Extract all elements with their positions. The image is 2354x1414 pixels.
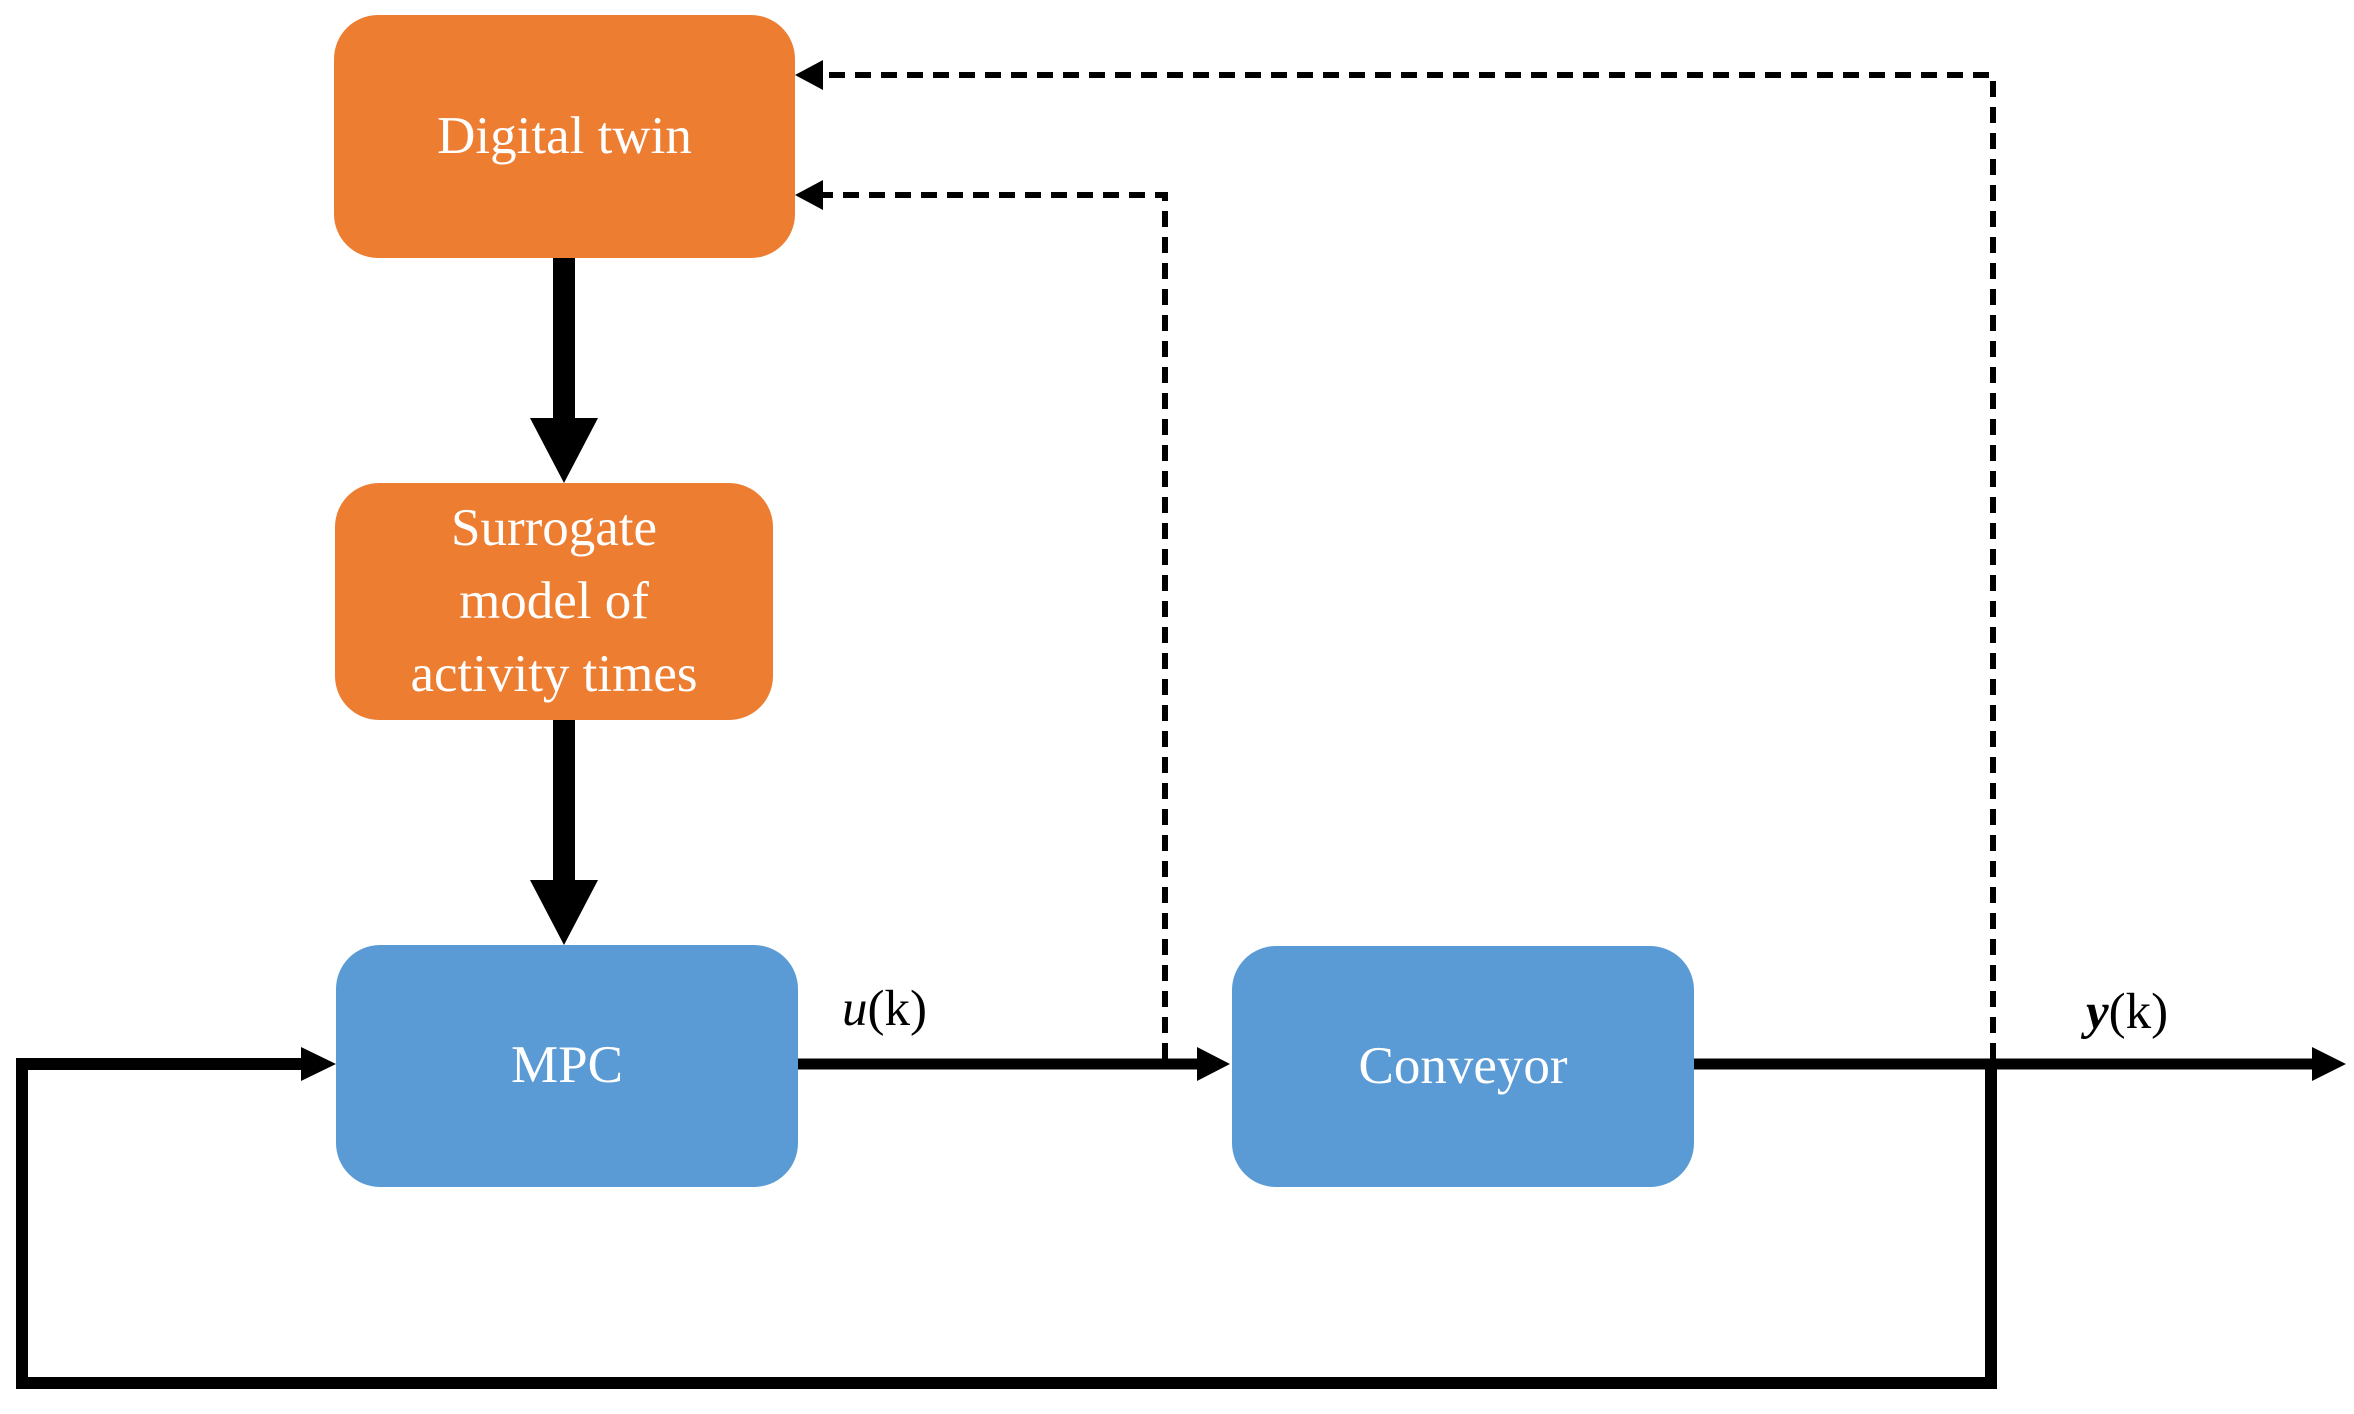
- arrowhead-output-icon: [2312, 1047, 2346, 1081]
- line-feedback-to-mpc: [16, 1058, 1997, 1389]
- node-digital-twin-label: Digital twin: [437, 106, 692, 165]
- arrowhead-into-mpc-icon: [301, 1047, 336, 1081]
- node-mpc: MPC: [336, 945, 798, 1187]
- node-surrogate-model: Surrogate model of activity times: [335, 483, 773, 720]
- dashed-line-y-to-digital-twin: [822, 72, 1996, 1059]
- signal-label-u: u(k): [842, 980, 927, 1038]
- signal-u-suffix: (k): [867, 981, 927, 1037]
- signal-y-variable: y: [2086, 984, 2109, 1040]
- signal-u-variable: u: [842, 981, 868, 1037]
- node-surrogate-model-label: Surrogate model of activity times: [410, 498, 698, 704]
- node-digital-twin: Digital twin: [334, 15, 795, 258]
- arrowhead-dashed-lower-icon: [795, 180, 823, 210]
- arrowhead-into-conveyor-icon: [1197, 1047, 1230, 1081]
- signal-y-suffix: (k): [2108, 984, 2169, 1040]
- arrow-surrogate-to-mpc-icon: [530, 720, 598, 945]
- node-conveyor: Conveyor: [1232, 946, 1694, 1187]
- arrow-digital-twin-to-surrogate-icon: [530, 258, 598, 483]
- signal-label-y: y(k): [2086, 983, 2168, 1041]
- node-conveyor-label: Conveyor: [1358, 1036, 1568, 1095]
- arrowhead-dashed-upper-icon: [795, 60, 823, 90]
- dashed-line-u-to-digital-twin: [822, 192, 1168, 1059]
- node-mpc-label: MPC: [511, 1036, 623, 1095]
